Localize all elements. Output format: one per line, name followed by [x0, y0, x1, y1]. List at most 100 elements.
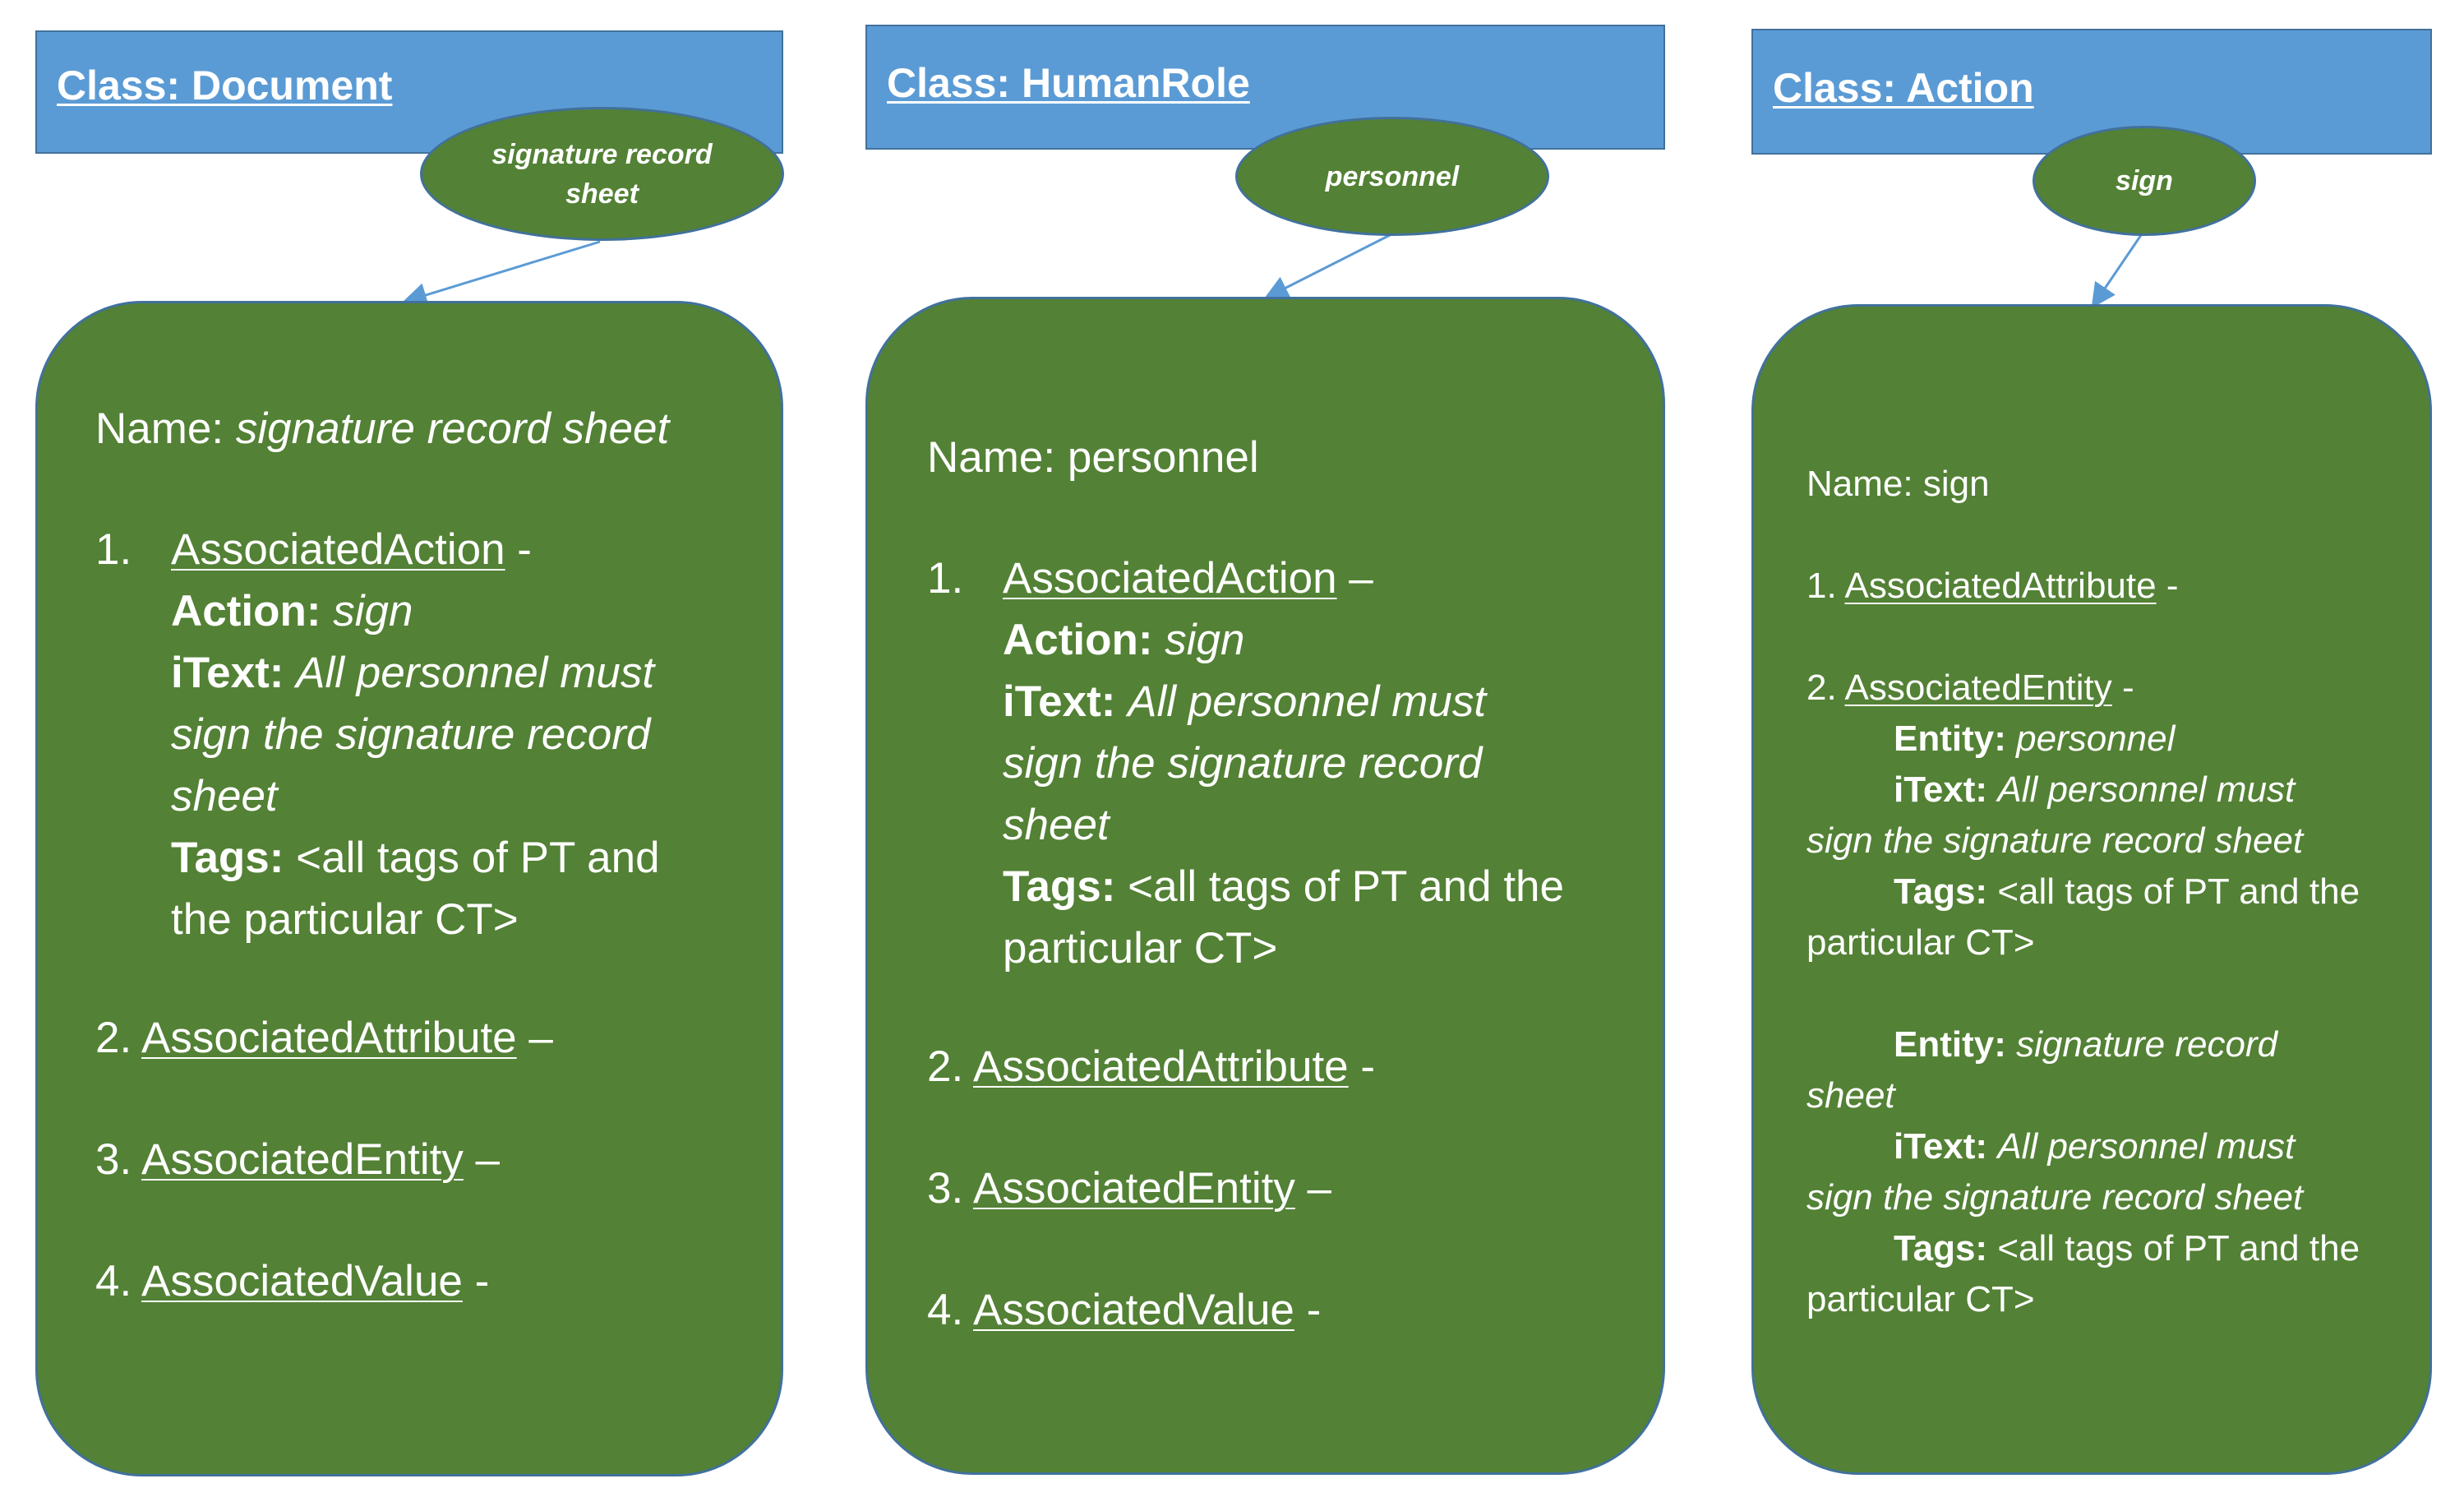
item-dash: -: [1348, 1042, 1376, 1091]
action-value: sign: [333, 587, 413, 635]
header-title: Class: Action: [1773, 65, 2034, 111]
list-item-associated-entity: 2. AssociatedEntity -: [1806, 663, 2423, 714]
link-associated-attribute[interactable]: AssociatedAttribute: [1844, 566, 2157, 606]
link-associated-attribute[interactable]: AssociatedAttribute: [141, 1014, 517, 1062]
item-number: 3.: [927, 1164, 964, 1213]
item-number: 1.: [95, 525, 132, 574]
arrow-action: [2091, 234, 2143, 308]
name-value: personnel: [1067, 433, 1259, 482]
item-number: 2.: [927, 1042, 964, 1091]
item-dash: -: [1294, 1286, 1322, 1334]
action-label: Action:: [171, 587, 321, 635]
entity-label: Entity:: [1894, 1024, 2006, 1065]
header-class-humanrole: Class: HumanRole: [865, 25, 1665, 150]
tags-line: Tags: <all tags of PT and the: [1806, 1223, 2423, 1274]
item-number: 3.: [95, 1135, 132, 1184]
name-label: Name:: [95, 404, 224, 453]
link-associated-entity[interactable]: AssociatedEntity: [1844, 668, 2112, 708]
tags-label: Tags:: [1894, 1228, 1988, 1268]
link-associated-action[interactable]: AssociatedAction: [1003, 554, 1337, 603]
item-dash: -: [2156, 566, 2179, 606]
tags-line: <all tags of PT and the: [1128, 862, 1565, 911]
itext-line: iText: All personnel must: [1806, 765, 2423, 816]
tags-line: Tags: <all tags of PT and the: [1806, 866, 2423, 917]
tags-line: <all tags of PT and: [296, 834, 660, 882]
tags-text: particular CT>: [1806, 1279, 2035, 1319]
tags-line: the particular CT>: [171, 895, 519, 944]
item-dash: –: [1336, 554, 1373, 603]
itext-label: iText:: [1894, 769, 1988, 810]
itext-text: sign the signature record sheet: [1806, 820, 2304, 861]
item-number: 1.: [1806, 566, 1837, 606]
oval-action-instance: sign: [2033, 126, 2256, 236]
name-value: sign: [1922, 464, 1990, 504]
tags-label: Tags:: [171, 834, 284, 882]
oval-document-instance: signature record sheet: [420, 107, 784, 241]
header-title: Class: HumanRole: [887, 60, 1250, 106]
action-box-content: Name: sign 1. AssociatedAttribute - 2. A…: [1806, 459, 2423, 1325]
item-number: 4.: [95, 1257, 132, 1305]
entity-value: sheet: [1806, 1075, 1895, 1116]
list-item-associated-attribute: 1. AssociatedAttribute -: [1806, 561, 2423, 612]
tags-text: <all tags of PT and the: [1997, 871, 2360, 912]
oval-label: signature record sheet: [491, 138, 713, 210]
item-number: 2.: [95, 1014, 132, 1062]
item-dash: –: [463, 1135, 501, 1184]
name-line: Name: signature record sheet: [95, 398, 669, 460]
tags-text: <all tags of PT and the: [1997, 1228, 2360, 1268]
header-title: Class: Document: [57, 62, 393, 109]
itext-label: iText:: [171, 649, 284, 697]
tags-text: particular CT>: [1806, 922, 2035, 963]
itext-line: All personnel must: [296, 649, 655, 697]
box-action-details: Name: sign 1. AssociatedAttribute - 2. A…: [1751, 304, 2432, 1475]
list-item-associated-attribute: 2. AssociatedAttribute –: [95, 1007, 553, 1069]
entity-value: signature record: [2016, 1024, 2278, 1065]
entity-line: Entity: personnel: [1806, 714, 2423, 765]
name-value: signature record sheet: [235, 404, 670, 453]
list-item-associated-value: 4. AssociatedValue -: [95, 1250, 489, 1312]
item-dash: –: [516, 1014, 553, 1062]
action-label: Action:: [1003, 616, 1153, 664]
item-dash: -: [2111, 668, 2134, 708]
item-dash: –: [1294, 1164, 1332, 1213]
link-associated-value[interactable]: AssociatedValue: [141, 1257, 463, 1305]
tags-label: Tags:: [1894, 871, 1988, 912]
arrow-document: [402, 240, 601, 307]
tags-line: particular CT>: [1003, 924, 1278, 973]
link-associated-entity[interactable]: AssociatedEntity: [973, 1164, 1295, 1213]
link-associated-attribute[interactable]: AssociatedAttribute: [973, 1042, 1349, 1091]
itext-line: sheet: [171, 772, 278, 820]
oval-label: sign: [2116, 165, 2173, 196]
name-label: Name:: [1806, 464, 1913, 504]
name-line: Name: sign: [1806, 459, 2423, 510]
oval-label: personnel: [1325, 160, 1460, 192]
list-item-associated-attribute: 2. AssociatedAttribute -: [927, 1036, 1375, 1097]
link-associated-entity[interactable]: AssociatedEntity: [141, 1135, 464, 1184]
name-label: Name:: [927, 433, 1056, 482]
itext-text: All personnel must: [1997, 769, 2296, 810]
box-humanrole-details: Name: personnel 1. AssociatedAction – Ac…: [865, 297, 1665, 1475]
itext-line: sheet: [1003, 801, 1110, 849]
itext-label: iText:: [1894, 1126, 1988, 1167]
item-number: 2.: [1806, 668, 1837, 708]
entity-line: Entity: signature record: [1806, 1019, 2423, 1070]
name-line: Name: personnel: [927, 427, 1259, 488]
itext-line: sign the signature record: [171, 710, 651, 759]
link-associated-value[interactable]: AssociatedValue: [973, 1286, 1294, 1334]
itext-label: iText:: [1003, 677, 1116, 726]
itext-line: All personnel must: [1128, 677, 1487, 726]
item-dash: -: [505, 525, 532, 574]
entity-value: personnel: [2016, 719, 2176, 759]
arrow-humanrole: [1263, 233, 1392, 299]
item-dash: -: [462, 1257, 490, 1305]
oval-humanrole-instance: personnel: [1235, 117, 1549, 236]
list-item-associated-entity: 3. AssociatedEntity –: [927, 1158, 1331, 1219]
list-item-associated-entity: 3. AssociatedEntity –: [95, 1129, 500, 1190]
entity-label: Entity:: [1894, 719, 2006, 759]
itext-line: iText: All personnel must: [1806, 1121, 2423, 1172]
item-number: 1.: [927, 554, 964, 603]
link-associated-action[interactable]: AssociatedAction: [171, 525, 505, 574]
tags-label: Tags:: [1003, 862, 1116, 911]
box-document-details: Name: signature record sheet 1. Associat…: [35, 301, 783, 1476]
